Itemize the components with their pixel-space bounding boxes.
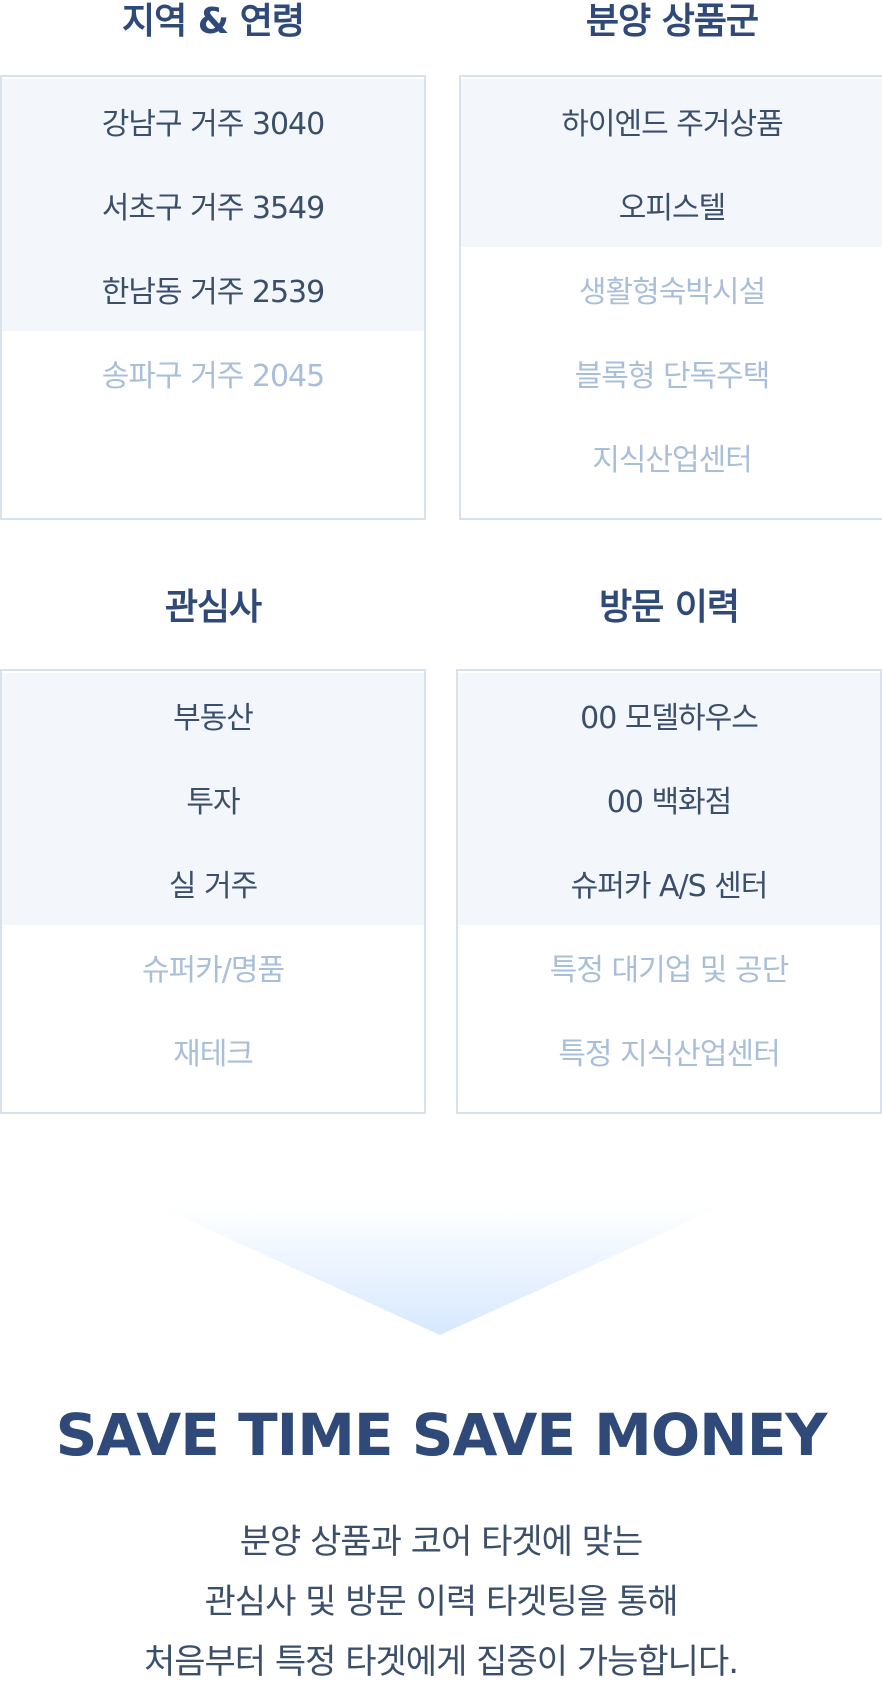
list-item: 재테크 xyxy=(2,1009,424,1093)
list-item: 하이엔드 주거상품 xyxy=(461,79,882,163)
list-box-product: 하이엔드 주거상품 오피스텔 생활형숙박시설 블록형 단독주택 지식산업센터 xyxy=(459,75,882,520)
list-item: 한남동 거주 2539 xyxy=(2,247,424,331)
list-item: 특정 대기업 및 공단 xyxy=(458,925,880,1009)
description: 분양 상품과 코어 타겟에 맞는 관심사 및 방문 이력 타겟팅을 통해 처음부… xyxy=(0,1512,882,1692)
section-title-visit: 방문 이력 xyxy=(598,587,740,628)
headline: SAVE TIME SAVE MONEY xyxy=(55,1401,828,1469)
list-item: 슈퍼카 A/S 센터 xyxy=(458,841,880,925)
list-item: 특정 지식산업센터 xyxy=(458,1009,880,1093)
list-item: 서초구 거주 3549 xyxy=(2,163,424,247)
down-arrow-icon xyxy=(155,1205,725,1335)
section-title-region: 지역 & 연령 xyxy=(122,1,305,42)
description-line: 처음부터 특정 타겟에게 집중이 가능합니다. xyxy=(143,1642,739,1682)
list-item: 부동산 xyxy=(2,673,424,757)
list-item: 생활형숙박시설 xyxy=(461,247,882,331)
list-item: 투자 xyxy=(2,757,424,841)
list-box-interest: 부동산 투자 실 거주 슈퍼카/명품 재테크 xyxy=(0,669,426,1114)
list-item: 강남구 거주 3040 xyxy=(2,79,424,163)
list-item: 00 모델하우스 xyxy=(458,673,880,757)
section-title-product: 분양 상품군 xyxy=(585,1,759,42)
list-item: 송파구 거주 2045 xyxy=(2,331,424,415)
section-title-interest: 관심사 xyxy=(164,587,262,628)
list-box-region: 강남구 거주 3040 서초구 거주 3549 한남동 거주 2539 송파구 … xyxy=(0,75,426,520)
description-line: 분양 상품과 코어 타겟에 맞는 xyxy=(239,1522,644,1562)
list-item: 실 거주 xyxy=(2,841,424,925)
description-line: 관심사 및 방문 이력 타겟팅을 통해 xyxy=(204,1582,679,1622)
list-item: 오피스텔 xyxy=(461,163,882,247)
list-item: 슈퍼카/명품 xyxy=(2,925,424,1009)
list-item: 지식산업센터 xyxy=(461,415,882,499)
list-box-visit: 00 모델하우스 00 백화점 슈퍼카 A/S 센터 특정 대기업 및 공단 특… xyxy=(456,669,882,1114)
list-item: 00 백화점 xyxy=(458,757,880,841)
list-item: 블록형 단독주택 xyxy=(461,331,882,415)
